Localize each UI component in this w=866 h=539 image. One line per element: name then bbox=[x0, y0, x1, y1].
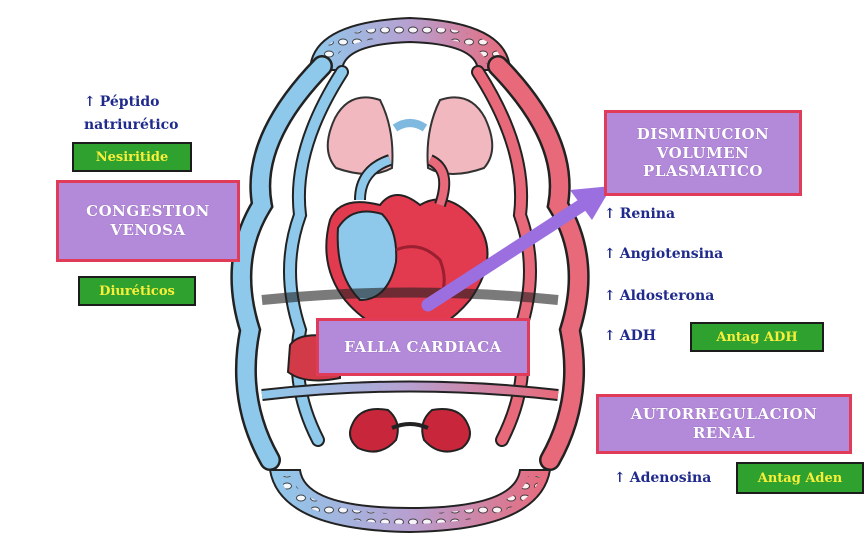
up-arrow-icon: ↑ bbox=[84, 94, 96, 110]
nesiritide-box: Nesiritide bbox=[72, 142, 192, 172]
diureticos-box: Diuréticos bbox=[78, 276, 196, 306]
lung-capillary-bed bbox=[310, 18, 510, 70]
antag-aden-box: Antag Aden bbox=[736, 462, 864, 494]
disminucion-volumen-box: DISMINUCION VOLUMEN PLASMATICO bbox=[604, 110, 802, 196]
natriuretico-label: natriurético bbox=[84, 117, 179, 133]
congestion-venosa-box: CONGESTION VENOSA bbox=[56, 180, 240, 262]
renina-label: ↑Renina bbox=[604, 206, 675, 222]
heart bbox=[326, 160, 487, 338]
up-arrow-icon: ↑ bbox=[604, 328, 616, 344]
up-arrow-icon: ↑ bbox=[604, 246, 616, 262]
aldosterona-label: ↑Aldosterona bbox=[604, 288, 714, 304]
lungs bbox=[328, 97, 493, 174]
kidneys bbox=[350, 409, 470, 452]
adh-label: ↑ADH bbox=[604, 328, 656, 344]
up-arrow-icon: ↑ bbox=[604, 206, 616, 222]
falla-cardiaca-box: FALLA CARDIACA bbox=[316, 318, 530, 376]
angiotensina-label: ↑Angiotensina bbox=[604, 246, 723, 262]
antag-adh-box: Antag ADH bbox=[690, 322, 824, 352]
autorregulacion-renal-box: AUTORREGULACION RENAL bbox=[596, 394, 852, 454]
peptido-label: ↑Péptido bbox=[84, 94, 160, 110]
up-arrow-icon: ↑ bbox=[614, 470, 626, 486]
up-arrow-icon: ↑ bbox=[604, 288, 616, 304]
adenosina-label: ↑Adenosina bbox=[614, 470, 711, 486]
